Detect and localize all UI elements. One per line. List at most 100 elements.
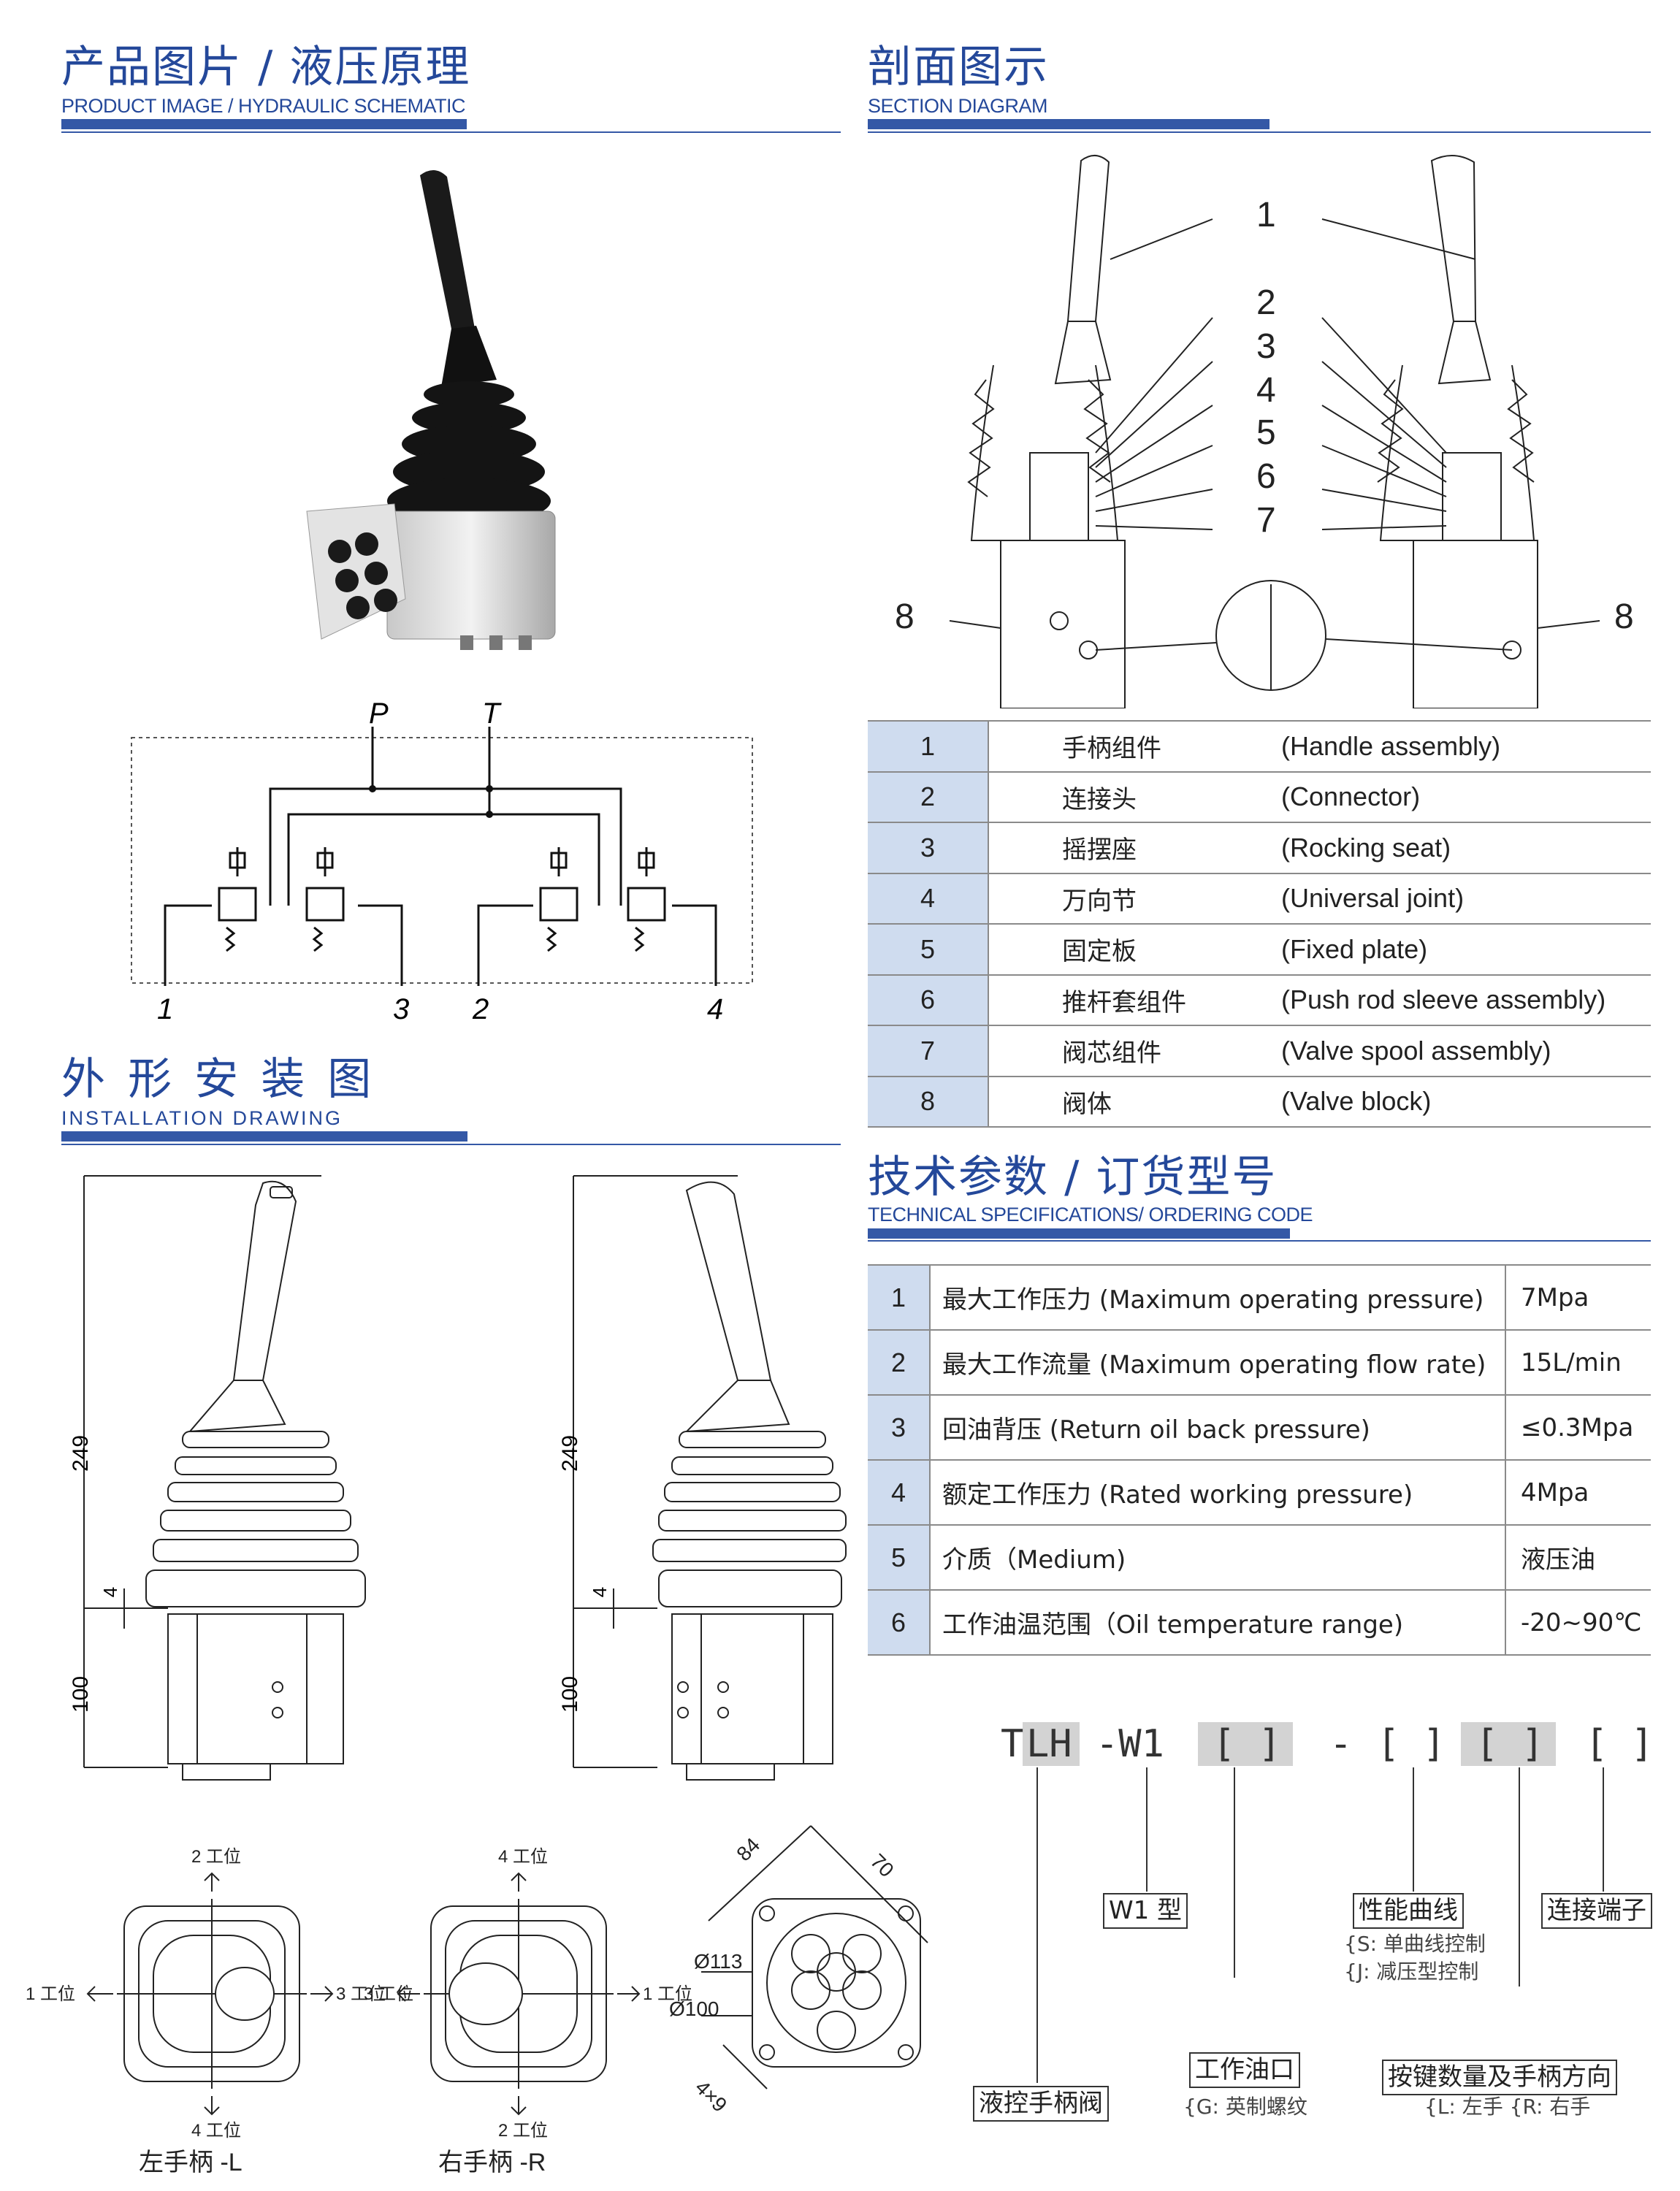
section-rule: [868, 1240, 1651, 1242]
callout-3: 3: [1256, 327, 1276, 366]
part-name-cn: 摇摆座: [988, 822, 1281, 873]
product-photo: [306, 169, 556, 650]
code-dash: -: [1329, 1722, 1353, 1766]
callout-6: 6: [1256, 457, 1276, 496]
port-t-label: T: [482, 701, 502, 730]
port-3-label: 3: [393, 993, 409, 1025]
part-number: 8: [868, 1075, 989, 1128]
spec-desc: 最大工作压力 (Maximum operating pressure): [930, 1264, 1506, 1330]
dim-holes: 4×9: [691, 2076, 732, 2117]
spec-number: 4: [868, 1459, 931, 1525]
part-name-cn: 推杆套组件: [988, 974, 1281, 1025]
left-pos-left: 1 工位: [26, 1984, 75, 2004]
spec-number: 3: [868, 1394, 931, 1460]
label-valve: 液控手柄阀: [973, 2086, 1109, 2122]
code-lh: LH: [1026, 1722, 1072, 1766]
code-highlight: [1023, 1722, 1080, 1766]
dim-70: 70: [866, 1849, 898, 1881]
right-pos-left: 1 工位: [643, 1984, 692, 2004]
part-name-en: (Valve block): [1281, 1075, 1651, 1128]
part-name-en: (Valve spool assembly): [1281, 1025, 1651, 1077]
spec-desc: 回油背压 (Return oil back pressure): [930, 1394, 1506, 1460]
part-name-cn: 连接头: [988, 771, 1281, 822]
section-title: 剖面图示: [868, 42, 1049, 93]
part-name-en: (Rocking seat): [1281, 822, 1651, 873]
part-number: 3: [868, 822, 989, 873]
part-number: 7: [868, 1025, 989, 1077]
spec-value: 4Mpa: [1505, 1459, 1651, 1525]
port-2-label: 2: [472, 993, 489, 1025]
part-name-en: (Handle assembly): [1281, 720, 1651, 772]
part-name-cn: 阀芯组件: [988, 1025, 1281, 1077]
label-port: 工作油口: [1189, 2052, 1300, 2088]
label-buttons: 按键数量及手柄方向: [1382, 2060, 1617, 2095]
note-port-g: {G: 英制螺纹: [1183, 2095, 1307, 2119]
spec-desc: 额定工作压力 (Rated working pressure): [930, 1459, 1506, 1525]
label-perf-curve: 性能曲线: [1353, 1893, 1464, 1929]
left-pos-bottom: 4 工位: [191, 2121, 241, 2141]
position-views: 2 工位 4 工位 1 工位 3 工位 4 工位 2 工位 3 工位 1 工位 …: [26, 1847, 692, 2176]
part-name-cn: 阀体: [988, 1075, 1281, 1128]
left-pos-right: 3 工位: [336, 1984, 386, 2004]
code-bracket-2: [ ]: [1377, 1722, 1446, 1766]
spec-desc: 介质（Medium): [930, 1524, 1506, 1590]
part-name-en: (Fixed plate): [1281, 923, 1651, 975]
part-name-cn: 手柄组件: [988, 720, 1281, 772]
dim-4-right: 4: [589, 1587, 611, 1597]
hydraulic-schematic: P T 1 3 2 4: [131, 701, 753, 1025]
right-pos-top: 4 工位: [498, 1847, 548, 1867]
installation-side-views: 249 4 100 249 4 100: [69, 1175, 847, 1781]
section-bar: [61, 1131, 467, 1142]
dim-249-right: 249: [558, 1435, 582, 1472]
note-perf-j: {J: 减压型控制: [1344, 1959, 1479, 1984]
part-name-cn: 固定板: [988, 923, 1281, 975]
spec-desc: 最大工作流量 (Maximum operating flow rate): [930, 1329, 1506, 1395]
callout-7: 7: [1256, 501, 1276, 540]
dim-100-right: 100: [558, 1676, 582, 1713]
part-name-en: (Universal joint): [1281, 872, 1651, 924]
spec-number: 1: [868, 1264, 931, 1330]
section-diagram: 1 2 3 4 5 6 7 8 8: [895, 155, 1634, 708]
section-title: 产品图片 / 液压原理: [61, 42, 471, 93]
right-handle-caption: 右手柄 -R: [438, 2149, 546, 2176]
label-w1-type: W1 型: [1103, 1893, 1188, 1929]
spec-number: 6: [868, 1589, 931, 1656]
spec-value: 液压油: [1505, 1524, 1651, 1590]
section-rule: [61, 1144, 841, 1145]
spec-value: ≤0.3Mpa: [1505, 1394, 1651, 1460]
section-title: 技术参数 / 订货型号: [868, 1152, 1278, 1203]
spec-number: 5: [868, 1524, 931, 1590]
section-rule: [61, 131, 841, 133]
code-bracket-3: [ ]: [1475, 1722, 1544, 1766]
section-rule: [868, 131, 1651, 133]
spec-value: 7Mpa: [1505, 1264, 1651, 1330]
code-bracket-4: [ ]: [1585, 1722, 1654, 1766]
part-number: 6: [868, 974, 989, 1025]
part-number: 4: [868, 872, 989, 924]
right-pos-bottom: 2 工位: [498, 2121, 548, 2141]
section-subtitle: INSTALLATION DRAWING: [61, 1107, 343, 1129]
left-pos-top: 2 工位: [191, 1847, 241, 1867]
callout-8-right: 8: [1614, 597, 1634, 636]
part-number: 5: [868, 923, 989, 975]
note-buttons-lr: {L: 左手 {R: 右手: [1424, 2095, 1591, 2119]
dim-4-left: 4: [99, 1587, 121, 1597]
part-name-cn: 万向节: [988, 872, 1281, 924]
flange-view: 84 70 Ø113 Ø100 4×9: [669, 1825, 928, 2117]
code-highlight: [1461, 1722, 1556, 1766]
dim-d100: Ø100: [669, 1997, 719, 2020]
callout-2: 2: [1256, 283, 1276, 322]
section-bar: [868, 119, 1269, 129]
